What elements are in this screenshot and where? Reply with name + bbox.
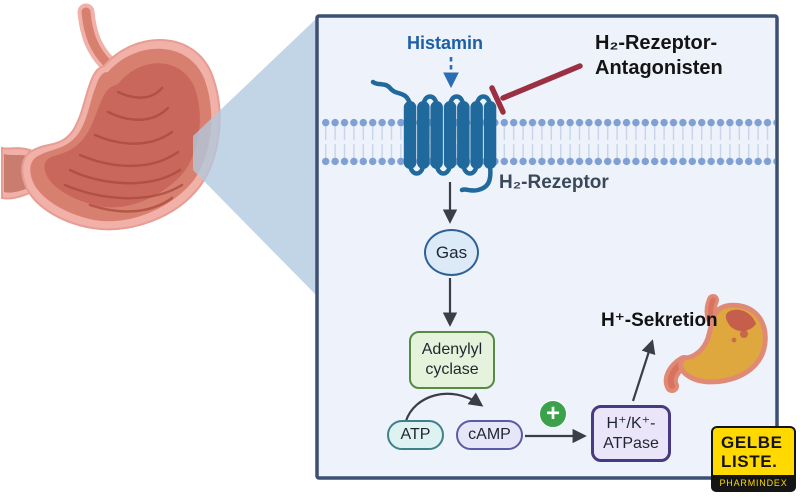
- logo-line2: LISTE.: [721, 452, 778, 471]
- h2-receptor-icon: [370, 79, 497, 193]
- zoom-wedge: [193, 17, 318, 297]
- small-stomach-icon: [663, 294, 768, 393]
- h2-receptor-label: H₂-Rezeptor: [499, 172, 609, 193]
- proton-pump-node: H⁺/K⁺- ATPase: [591, 405, 671, 462]
- adenylyl-cyclase-node: Adenylyl cyclase: [409, 331, 495, 389]
- antagonist-label: H₂-Rezeptor- Antagonisten: [595, 32, 723, 79]
- gas-protein-node: Gas: [424, 229, 479, 276]
- h-sekretion-label: H⁺-Sekretion: [601, 310, 718, 331]
- logo-tagline: PHARMINDEX: [711, 475, 796, 492]
- logo-line1: GELBE: [721, 433, 783, 452]
- atp-node: ATP: [387, 420, 444, 450]
- inhibitor-tbar-icon: [489, 63, 583, 115]
- stomach-cross-section-illustration: [1, 3, 221, 231]
- logo-wordmark: GELBE LISTE.: [711, 426, 796, 475]
- cascade-arrows: [404, 182, 656, 444]
- gelbe-liste-logo: GELBE LISTE. PHARMINDEX: [711, 426, 796, 492]
- cell-membrane: [320, 118, 776, 166]
- plus-stimulation-icon: +: [539, 400, 567, 428]
- camp-node: cAMP: [456, 420, 523, 450]
- histamin-label: Histamin: [407, 33, 484, 53]
